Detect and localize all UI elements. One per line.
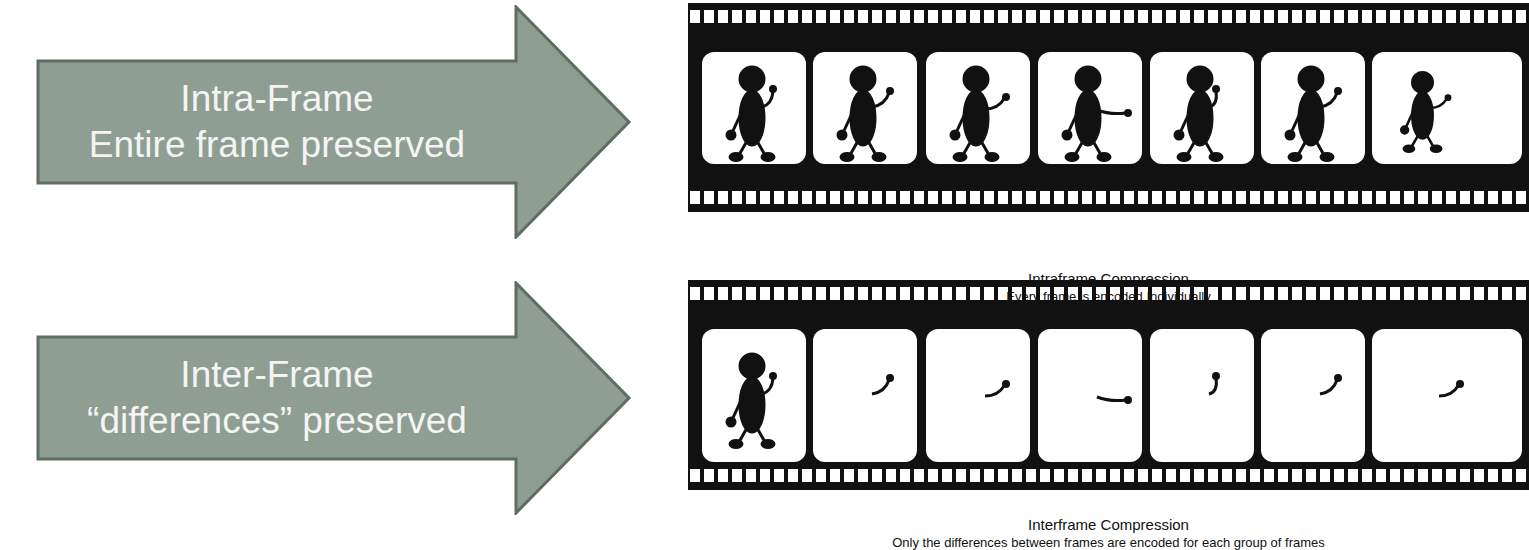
arrow-subtitle: Entire frame preserved [89, 122, 465, 168]
arrow-fill [38, 7, 629, 237]
arrow-text-box: Intra-FrameEntire frame preserved [38, 61, 516, 183]
arrow-heading: Intra-Frame [180, 76, 373, 122]
motion-differences [727, 354, 1464, 448]
arrow-heading: Inter-Frame [180, 352, 373, 398]
arrow-shape: Intra-FrameEntire frame preserved [36, 5, 632, 239]
caption-title: Intraframe Compression [688, 270, 1529, 288]
film-frames [702, 52, 1522, 164]
arrow-fill [38, 283, 629, 513]
caption-text: Only the differences between frames are … [688, 535, 1529, 550]
caption-title: Interframe Compression [688, 516, 1529, 534]
caption-text: Every frame is encoded Individually [688, 289, 1529, 305]
arrow-shape: Inter-Frame“differences” preserved [36, 281, 632, 515]
arrow-outline [36, 281, 632, 515]
sprocket-holes [688, 469, 1529, 482]
film-frames [702, 329, 1522, 462]
arrow-subtitle: “differences” preserved [87, 398, 467, 444]
arrow-outline [36, 5, 632, 239]
film-strip [688, 280, 1529, 490]
sprocket-holes [688, 191, 1529, 204]
sprocket-holes [688, 10, 1529, 23]
film-base [688, 280, 1529, 490]
stick-figures [727, 67, 1451, 161]
film-base [688, 3, 1529, 212]
arrow-text-box: Inter-Frame“differences” preserved [38, 337, 516, 459]
film-strip [688, 3, 1529, 212]
